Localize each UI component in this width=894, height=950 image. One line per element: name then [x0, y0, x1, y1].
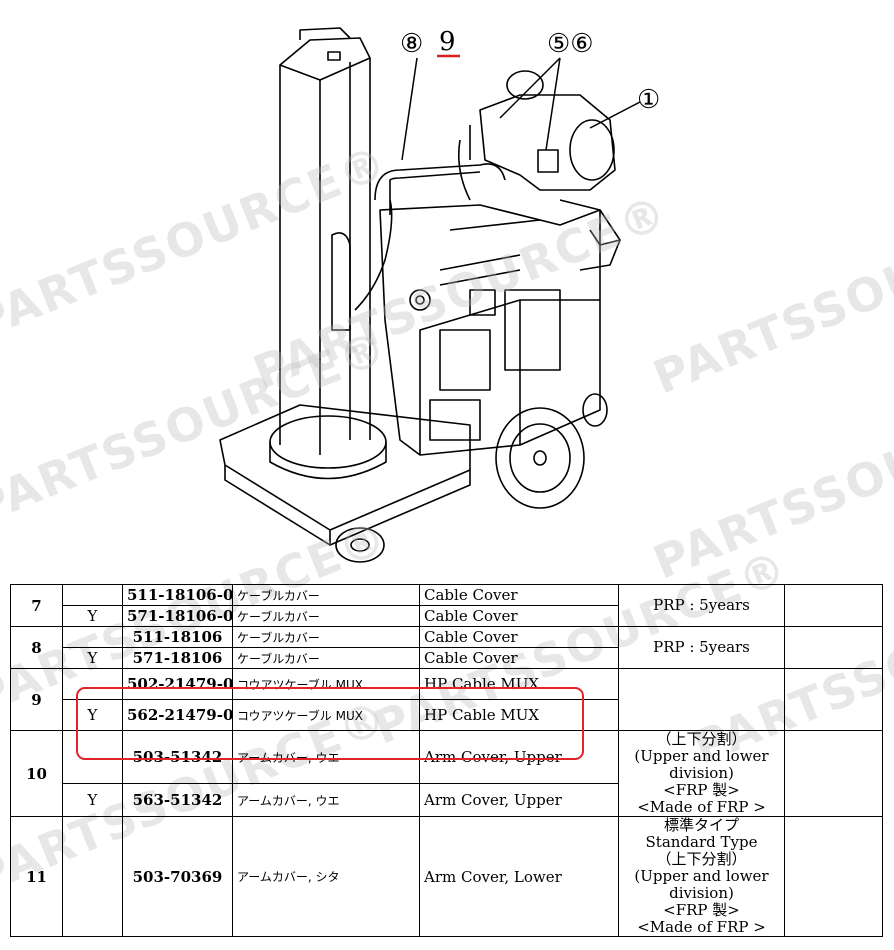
- table-row: 7 511-18106-01 ケーブルカバー Cable Cover PRP :…: [10, 584, 883, 627]
- table-row: 8 511-18106 ケーブルカバー Cable Cover PRP : 5y…: [10, 626, 883, 669]
- extra-column: [784, 626, 883, 669]
- table-row: 9 502-21479-01 コウアツケーブル MUX HP Cable MUX: [10, 668, 883, 731]
- y-flag: [62, 584, 123, 606]
- english-name: Cable Cover: [419, 647, 619, 669]
- japanese-name: ケーブルカバー: [232, 647, 420, 669]
- callout-8: ⑧: [400, 29, 423, 59]
- parts-table: 7 511-18106-01 ケーブルカバー Cable Cover PRP :…: [10, 584, 883, 937]
- vertical-column: [279, 58, 371, 455]
- part-number: 502-21479-01: [122, 668, 233, 700]
- japanese-name: コウアツケーブル MUX: [232, 699, 420, 731]
- callout-5-6: ⑤⑥: [547, 29, 594, 59]
- part-number: 571-18106-01: [122, 605, 233, 627]
- column-turntable: [269, 415, 387, 469]
- highlight-box: [76, 687, 584, 760]
- part-number: 511-18106-01: [122, 584, 233, 606]
- y-flag: Y: [62, 605, 123, 627]
- table-row: 11 503-70369 アームカバー, シタ Arm Cover, Lower…: [10, 816, 883, 937]
- callout-1: ①: [637, 85, 660, 115]
- item-number: 11: [10, 816, 63, 937]
- item-number: 9: [10, 668, 63, 731]
- japanese-name: アームカバー, ウエ: [232, 783, 420, 817]
- main-body: [379, 204, 601, 456]
- english-name: Arm Cover, Lower: [419, 816, 619, 937]
- remarks: PRP : 5years: [618, 584, 785, 627]
- japanese-name: アームカバー, シタ: [232, 816, 420, 937]
- item-number: 8: [10, 626, 63, 669]
- equipment-drawing: ⑧ 9 ⑤⑥ ①: [219, 27, 660, 563]
- xray-tube-head: [479, 94, 616, 191]
- leader-56a: [499, 57, 561, 119]
- front-caster-wheel: [335, 527, 385, 563]
- part-number: 503-70369: [122, 816, 233, 937]
- item-number: 7: [10, 584, 63, 627]
- y-flag: Y: [62, 647, 123, 669]
- english-name: HP Cable MUX: [419, 668, 619, 700]
- y-flag: Y: [62, 699, 123, 731]
- part-number: 511-18106: [122, 626, 233, 648]
- leader-56b: [545, 57, 561, 151]
- table-row: Y 562-21479-01 コウアツケーブル MUX HP Cable MUX: [11, 699, 883, 731]
- cable-cover: [374, 163, 506, 201]
- english-name: Cable Cover: [419, 605, 619, 627]
- japanese-name: ケーブルカバー: [232, 626, 420, 648]
- english-name: Arm Cover, Upper: [419, 730, 619, 784]
- y-flag: Y: [62, 783, 123, 817]
- remarks: [618, 668, 785, 731]
- leader-1: [589, 101, 641, 129]
- callout-9: 9: [439, 27, 456, 57]
- extra-column: [784, 816, 883, 937]
- y-flag: [62, 816, 123, 937]
- leader-8: [401, 57, 418, 161]
- extra-column: [784, 584, 883, 627]
- rear-wheel: [495, 407, 585, 509]
- remarks: （上下分割） (Upper and lower division) <FRP 製…: [618, 730, 785, 817]
- part-number: 571-18106: [122, 647, 233, 669]
- remarks: PRP : 5years: [618, 626, 785, 669]
- japanese-name: ケーブルカバー: [232, 605, 420, 627]
- y-flag: [62, 626, 123, 648]
- part-number: 503-51342: [122, 730, 233, 784]
- english-name: Arm Cover, Upper: [419, 783, 619, 817]
- english-name: HP Cable MUX: [419, 699, 619, 731]
- remarks: 標準タイプ Standard Type （上下分割） (Upper and lo…: [618, 816, 785, 937]
- extra-column: [784, 730, 883, 817]
- item-number: 10: [10, 730, 63, 817]
- table-row: Y 571-18106 ケーブルカバー Cable Cover: [11, 647, 883, 669]
- english-name: Cable Cover: [419, 626, 619, 648]
- japanese-name: ケーブルカバー: [232, 584, 420, 606]
- extra-column: [784, 668, 883, 731]
- part-number: 562-21479-01: [122, 699, 233, 731]
- part-number: 563-51342: [122, 783, 233, 817]
- english-name: Cable Cover: [419, 584, 619, 606]
